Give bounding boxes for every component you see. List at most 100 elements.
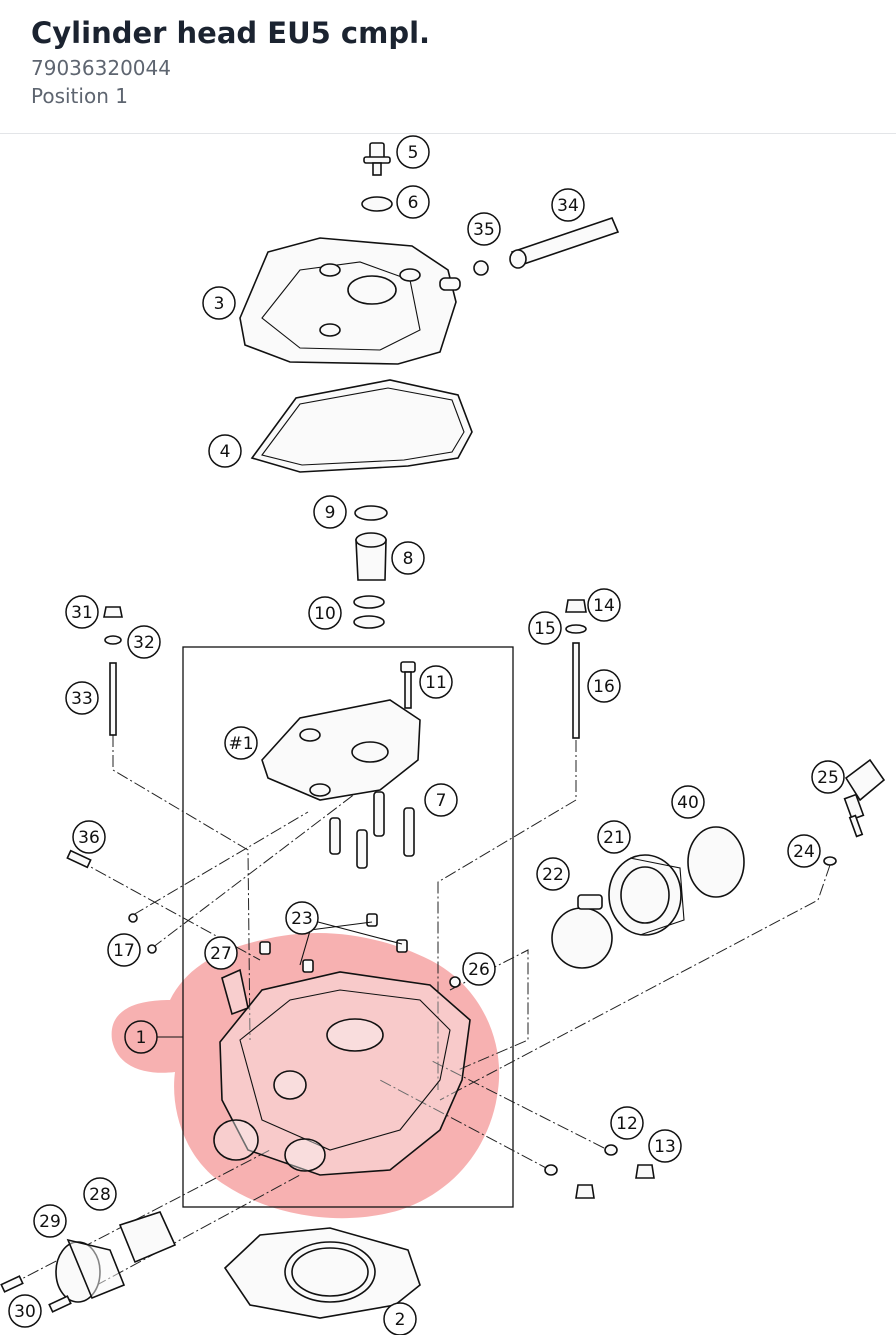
- callout-36[interactable]: 36: [72, 820, 106, 854]
- callout-24[interactable]: 24: [787, 834, 821, 868]
- callout-35[interactable]: 35: [467, 212, 501, 246]
- callout-sub-1[interactable]: #1: [224, 726, 258, 760]
- callout-circle[interactable]: [648, 1129, 682, 1163]
- callout-40[interactable]: 40: [671, 785, 705, 819]
- callout-5[interactable]: 5: [396, 135, 430, 169]
- callout-33[interactable]: 33: [65, 681, 99, 715]
- callout-circle[interactable]: [204, 936, 238, 970]
- callout-circle[interactable]: [597, 820, 631, 854]
- callout-1[interactable]: 1: [124, 1020, 158, 1054]
- part-6-seal[interactable]: [361, 196, 393, 212]
- selected-part-highlight[interactable]: [111, 932, 500, 1219]
- callout-6[interactable]: 6: [396, 185, 430, 219]
- callout-circle[interactable]: [587, 588, 621, 622]
- callout-13[interactable]: 13: [648, 1129, 682, 1163]
- callout-circle[interactable]: [285, 901, 319, 935]
- part-34-hose[interactable]: [509, 217, 620, 269]
- part-10-o-rings[interactable]: [353, 595, 385, 629]
- callout-circle[interactable]: [83, 1177, 117, 1211]
- callout-circle[interactable]: [787, 834, 821, 868]
- part-13-plug[interactable]: [635, 1164, 655, 1179]
- callout-31[interactable]: 31: [65, 595, 99, 629]
- callout-circle[interactable]: [8, 1294, 42, 1328]
- callout-14[interactable]: 14: [587, 588, 621, 622]
- callout-circle[interactable]: [72, 820, 106, 854]
- callout-circle[interactable]: [124, 1020, 158, 1054]
- callout-4[interactable]: 4: [208, 434, 242, 468]
- callout-27[interactable]: 27: [204, 936, 238, 970]
- callout-circle[interactable]: [396, 185, 430, 219]
- part-40-clamp[interactable]: [687, 826, 745, 898]
- part-21-intake-flange[interactable]: [608, 854, 685, 936]
- part-24-seal[interactable]: [823, 856, 837, 866]
- callout-circle[interactable]: [424, 783, 458, 817]
- callout-25[interactable]: 25: [811, 760, 845, 794]
- callout-circle[interactable]: [383, 1302, 417, 1335]
- part-8-sleeve[interactable]: [355, 532, 387, 581]
- callout-17[interactable]: 17: [107, 933, 141, 967]
- callout-28[interactable]: 28: [83, 1177, 117, 1211]
- callout-10[interactable]: 10: [308, 596, 342, 630]
- part-small-seal[interactable]: [544, 1164, 558, 1176]
- part-32-washer[interactable]: [104, 635, 122, 645]
- callout-circle[interactable]: [308, 596, 342, 630]
- callout-circle[interactable]: [208, 434, 242, 468]
- callout-circle[interactable]: [811, 760, 845, 794]
- callout-22[interactable]: 22: [536, 857, 570, 891]
- part-16-stud[interactable]: [572, 642, 580, 739]
- callout-circle[interactable]: [202, 286, 236, 320]
- part-9-seal-ring[interactable]: [354, 505, 388, 521]
- callout-3[interactable]: 3: [202, 286, 236, 320]
- callout-8[interactable]: 8: [391, 541, 425, 575]
- callout-circle[interactable]: [313, 495, 347, 529]
- callout-circle[interactable]: [65, 595, 99, 629]
- callout-circle[interactable]: [462, 952, 496, 986]
- part-camshaft-bridge[interactable]: [261, 699, 421, 801]
- part-29-intake-piece[interactable]: [55, 1238, 126, 1303]
- callout-circle[interactable]: [536, 857, 570, 891]
- callout-circle[interactable]: [467, 212, 501, 246]
- callout-circle[interactable]: [65, 681, 99, 715]
- callout-32[interactable]: 32: [127, 625, 161, 659]
- part-17-screw[interactable]: [128, 913, 138, 923]
- callout-21[interactable]: 21: [597, 820, 631, 854]
- callout-15[interactable]: 15: [528, 611, 562, 645]
- callout-11[interactable]: 11: [419, 665, 453, 699]
- part-2-head-gasket[interactable]: [223, 1227, 421, 1319]
- callout-2[interactable]: 2: [383, 1302, 417, 1335]
- part-31-nut[interactable]: [103, 606, 123, 618]
- callout-30[interactable]: 30: [8, 1294, 42, 1328]
- part-36-plug[interactable]: [66, 849, 92, 869]
- callout-16[interactable]: 16: [587, 669, 621, 703]
- callout-circle[interactable]: [224, 726, 258, 760]
- part-28-gasket[interactable]: [118, 1211, 177, 1264]
- callout-23[interactable]: 23: [285, 901, 319, 935]
- part-22-hose-clamp[interactable]: [551, 894, 613, 969]
- callout-circle[interactable]: [419, 665, 453, 699]
- callout-circle[interactable]: [127, 625, 161, 659]
- callout-7[interactable]: 7: [424, 783, 458, 817]
- part-3-valve-cover[interactable]: [239, 237, 461, 365]
- callout-9[interactable]: 9: [313, 495, 347, 529]
- part-1-cylinder-head[interactable]: [213, 968, 471, 1176]
- part-33-stud[interactable]: [109, 662, 117, 736]
- part-30-bolt-b[interactable]: [48, 1295, 72, 1313]
- callout-circle[interactable]: [396, 135, 430, 169]
- part-small-plug[interactable]: [575, 1184, 595, 1199]
- part-12-seal-ring[interactable]: [604, 1144, 618, 1156]
- callout-circle[interactable]: [671, 785, 705, 819]
- part-30-bolt[interactable]: [0, 1275, 24, 1293]
- part-25-sensor[interactable]: [843, 758, 886, 838]
- callout-12[interactable]: 12: [610, 1106, 644, 1140]
- part-14-nut[interactable]: [565, 599, 587, 613]
- callout-circle[interactable]: [551, 188, 585, 222]
- callout-circle[interactable]: [528, 611, 562, 645]
- callout-29[interactable]: 29: [33, 1204, 67, 1238]
- part-26-plug[interactable]: [449, 976, 461, 988]
- part-23-dowels[interactable]: [259, 913, 408, 973]
- part-7-valve-guides[interactable]: [329, 791, 415, 869]
- part-35-clamp[interactable]: [473, 260, 489, 276]
- part-17-screw-b[interactable]: [147, 944, 157, 954]
- part-4-gasket[interactable]: [250, 379, 473, 473]
- part-15-washer[interactable]: [565, 624, 587, 634]
